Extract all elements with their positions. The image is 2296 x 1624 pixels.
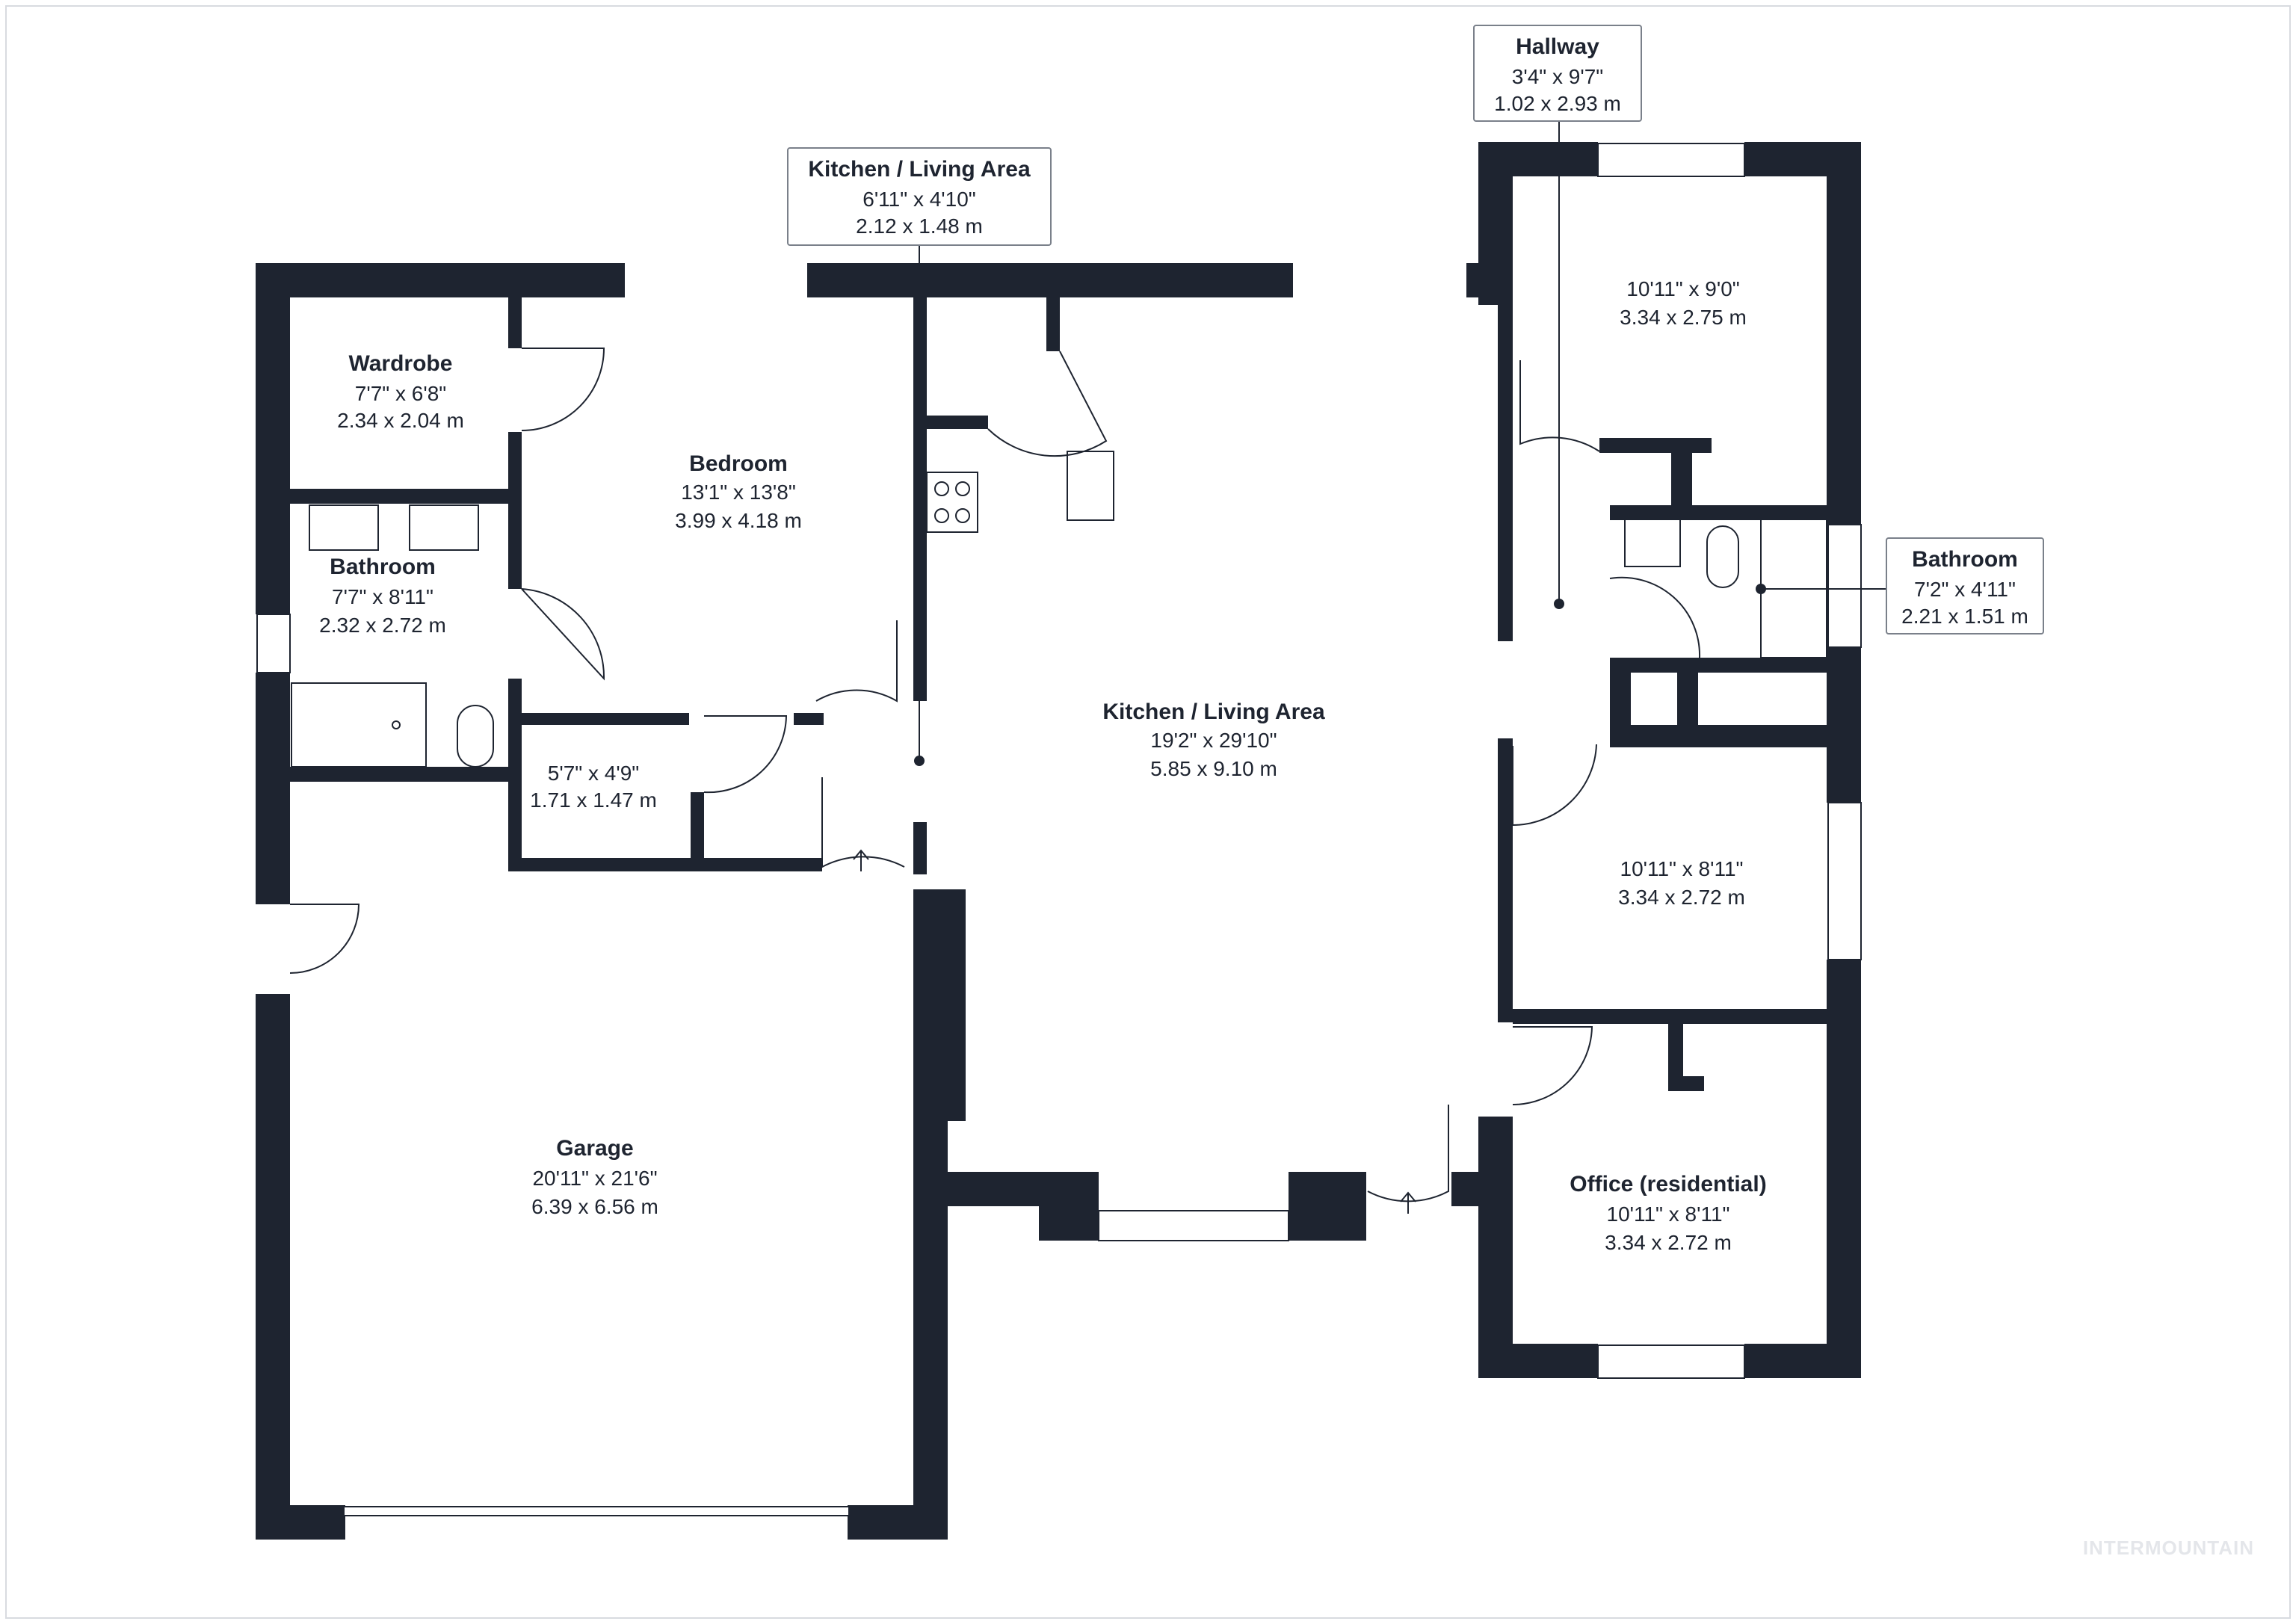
room-wardrobe: Wardrobe 7'7" x 6'8" 2.34 x 2.04 m (337, 351, 464, 432)
callout-dims-imperial: 6'11" x 4'10" (862, 188, 975, 211)
callout-dims-imperial: 3'4" x 9'7" (1512, 65, 1603, 88)
callout-name: Kitchen / Living Area (808, 157, 1031, 182)
room-garage: Garage 20'11" x 21'6" 6.39 x 6.56 m (531, 1136, 658, 1218)
room-name: Kitchen / Living Area (1102, 700, 1325, 724)
sink-icon (409, 504, 479, 551)
page-border (5, 5, 2291, 1619)
room-name: Office (residential) (1570, 1172, 1766, 1197)
callout-dims-metric: 1.02 x 2.93 m (1494, 92, 1621, 115)
arrow-up-icon (1400, 1191, 1416, 1214)
room-dims-metric: 5.85 x 9.10 m (1150, 757, 1277, 780)
room-dims-imperial: 5'7" x 4'9" (548, 762, 639, 785)
callout-name: Hallway (1516, 34, 1599, 59)
doors (289, 348, 1701, 1202)
watermark: INTERMOUNTAIN (2083, 1537, 2254, 1559)
callout-bathroom-right: Bathroom 7'2" x 4'11" 2.21 x 1.51 m (1886, 537, 2044, 635)
room-dims-imperial: 19'2" x 29'10" (1150, 729, 1277, 752)
callout-dims-metric: 2.21 x 1.51 m (1901, 605, 2028, 628)
sink-icon (1624, 518, 1681, 567)
room-office: Office (residential) 10'11" x 8'11" 3.34… (1570, 1172, 1766, 1254)
fireplace-icon (926, 983, 965, 1040)
room-dims-imperial: 20'11" x 21'6" (532, 1167, 657, 1190)
room-dims-imperial: 13'1" x 13'8" (681, 481, 796, 504)
room-bathroom-left: Bathroom 7'7" x 8'11" 2.32 x 2.72 m (319, 555, 446, 637)
room-dims-metric: 2.34 x 2.04 m (337, 409, 464, 432)
room-name: Wardrobe (349, 351, 453, 376)
room-dims-imperial: 10'11" x 8'11" (1607, 1202, 1730, 1226)
room-dims-imperial: 7'7" x 6'8" (355, 382, 446, 405)
room-bedroom-mid-right: 10'11" x 8'11" 3.34 x 2.72 m (1618, 857, 1745, 909)
sink-icon (1067, 451, 1114, 521)
room-dims-metric: 3.34 x 2.75 m (1620, 306, 1747, 329)
callout-dims-metric: 2.12 x 1.48 m (856, 214, 983, 238)
callout-name: Bathroom (1912, 547, 2018, 572)
sink-icon (309, 504, 379, 551)
shower-icon (291, 682, 427, 768)
entrance-arrows (853, 849, 1416, 1214)
room-kitchen-living: Kitchen / Living Area 19'2" x 29'10" 5.8… (1102, 700, 1325, 780)
callout-kitchen-small: Kitchen / Living Area 6'11" x 4'10" 2.12… (787, 147, 1052, 246)
room-dims-imperial: 7'7" x 8'11" (332, 585, 433, 608)
room-bedroom: Bedroom 13'1" x 13'8" 3.99 x 4.18 m (675, 451, 802, 532)
room-closet: 5'7" x 4'9" 1.71 x 1.47 m (530, 762, 657, 812)
toilet-icon (457, 705, 494, 768)
stove-icon (926, 472, 978, 533)
arrow-up-icon (853, 849, 869, 871)
callout-dims-imperial: 7'2" x 4'11" (1914, 578, 2016, 601)
windows (256, 143, 1862, 1516)
room-dims-imperial: 10'11" x 9'0" (1626, 277, 1739, 300)
room-dims-imperial: 10'11" x 8'11" (1620, 857, 1744, 880)
room-dims-metric: 3.34 x 2.72 m (1618, 886, 1745, 909)
room-dims-metric: 6.39 x 6.56 m (531, 1195, 658, 1218)
room-dims-metric: 3.99 x 4.18 m (675, 509, 802, 532)
callout-leaders (914, 120, 1886, 766)
room-name: Bathroom (330, 555, 436, 579)
room-name: Garage (556, 1136, 633, 1161)
toilet-icon (1706, 525, 1739, 588)
room-dims-metric: 3.34 x 2.72 m (1605, 1231, 1732, 1254)
room-dims-metric: 2.32 x 2.72 m (319, 614, 446, 637)
room-bedroom-top-right: 10'11" x 9'0" 3.34 x 2.75 m (1620, 277, 1747, 329)
fixtures (291, 451, 1827, 1040)
room-name: Bedroom (689, 451, 788, 476)
room-dims-metric: 1.71 x 1.47 m (530, 788, 657, 812)
callout-hallway: Hallway 3'4" x 9'7" 1.02 x 2.93 m (1473, 25, 1642, 122)
walls (256, 142, 1861, 1540)
